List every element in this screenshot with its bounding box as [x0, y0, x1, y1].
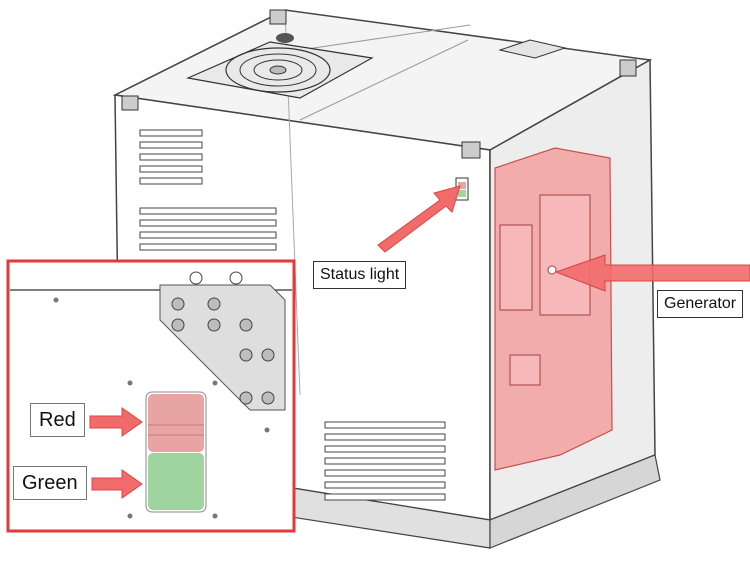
generator-unit	[494, 147, 613, 471]
green-pointer-arrow	[91, 469, 143, 499]
red-pointer-arrow	[89, 407, 143, 437]
corner-gusset-plate	[159, 284, 286, 411]
fan-ring-outer	[225, 47, 331, 93]
roof-fan	[185, 33, 567, 99]
top-seam-2	[299, 39, 469, 121]
generator-control-panel	[499, 224, 533, 311]
roof-hatch	[498, 39, 567, 59]
top-seam	[299, 24, 471, 51]
status-light-pointer-arrow	[377, 185, 461, 253]
status-light-green-lens	[458, 190, 466, 197]
fan-ring-inner	[253, 59, 303, 81]
generator-access-door	[539, 194, 591, 316]
fan-hub	[269, 65, 287, 75]
status-light-red-segment	[148, 394, 204, 452]
green-label: Green	[13, 466, 87, 500]
louver-vents-lower	[324, 421, 446, 501]
lifting-eye	[276, 33, 294, 43]
status-light-red-lens	[458, 182, 466, 189]
generator-door-latch	[547, 265, 557, 275]
status-light-callout: Status light	[313, 261, 407, 289]
louver-vents-upper	[139, 129, 277, 251]
fan-ring-middle	[239, 53, 317, 87]
generator-pointer-arrow	[554, 254, 750, 292]
status-light-small	[455, 177, 469, 201]
corner-brackets	[121, 9, 637, 159]
status-light-green-segment	[148, 453, 204, 510]
generator-callout: Generator	[657, 290, 744, 318]
base-skid-side	[489, 454, 661, 549]
generator-fuel-cap	[509, 354, 541, 386]
red-label: Red	[30, 403, 85, 437]
